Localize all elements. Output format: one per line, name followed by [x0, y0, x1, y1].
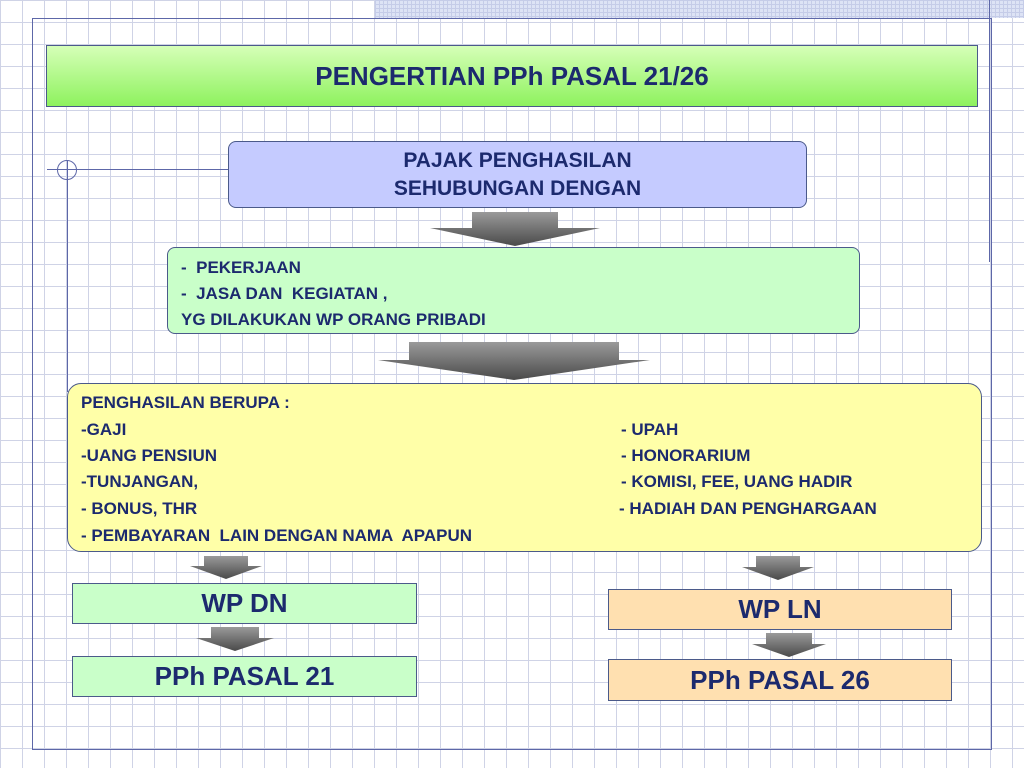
down-arrow-icon [196, 627, 274, 651]
decorative-line-horizontal [47, 169, 230, 170]
slide-title: PENGERTIAN PPh PASAL 21/26 [46, 45, 978, 107]
pekerjaan-line-1: - PEKERJAAN [181, 258, 301, 277]
top-decorative-band [375, 0, 1024, 18]
pekerjaan-line-3: YG DILAKUKAN WP ORANG PRIBADI [181, 310, 486, 329]
down-arrow-icon [378, 342, 650, 380]
pajak-line-2: SEHUBUNGAN DENGAN [393, 176, 642, 200]
penghasilan-right-item: - HADIAH DAN PENGHARGAAN [619, 499, 877, 518]
penghasilan-right-item: - KOMISI, FEE, UANG HADIR [621, 472, 853, 491]
penghasilan-right-item: - UPAH [621, 420, 679, 439]
penghasilan-left-item: -TUNJANGAN, [81, 472, 199, 491]
pph-pasal-21-box: PPh PASAL 21 [72, 656, 417, 697]
penghasilan-left-item: -GAJI [81, 420, 127, 439]
penghasilan-right-item: - HONORARIUM [621, 446, 751, 465]
penghasilan-box: PENGHASILAN BERUPA : -GAJI -UANG PENSIUN… [67, 383, 982, 552]
slide-frame [32, 18, 992, 750]
down-arrow-icon [752, 633, 826, 657]
wp-dn-box: WP DN [72, 583, 417, 624]
wp-ln-box: WP LN [608, 589, 952, 630]
pph-pasal-26-box: PPh PASAL 26 [608, 659, 952, 701]
decorative-circle [57, 160, 77, 180]
decorative-line-right [989, 0, 990, 262]
down-arrow-icon [742, 556, 814, 580]
penghasilan-left-item: - PEMBAYARAN LAIN DENGAN NAMA APAPUN [81, 526, 473, 545]
down-arrow-icon [190, 556, 262, 579]
down-arrow-icon [430, 212, 600, 246]
penghasilan-left-item: - BONUS, THR [81, 499, 198, 518]
pajak-penghasilan-box: PAJAK PENGHASILAN SEHUBUNGAN DENGAN [228, 141, 807, 208]
pekerjaan-box: - PEKERJAAN - JASA DAN KEGIATAN , YG DIL… [167, 247, 860, 334]
pajak-line-1: PAJAK PENGHASILAN [403, 148, 632, 172]
decorative-line-left [67, 160, 68, 392]
penghasilan-heading: PENGHASILAN BERUPA : [81, 393, 290, 412]
penghasilan-left-item: -UANG PENSIUN [81, 446, 218, 465]
pekerjaan-line-2: - JASA DAN KEGIATAN , [181, 284, 388, 303]
